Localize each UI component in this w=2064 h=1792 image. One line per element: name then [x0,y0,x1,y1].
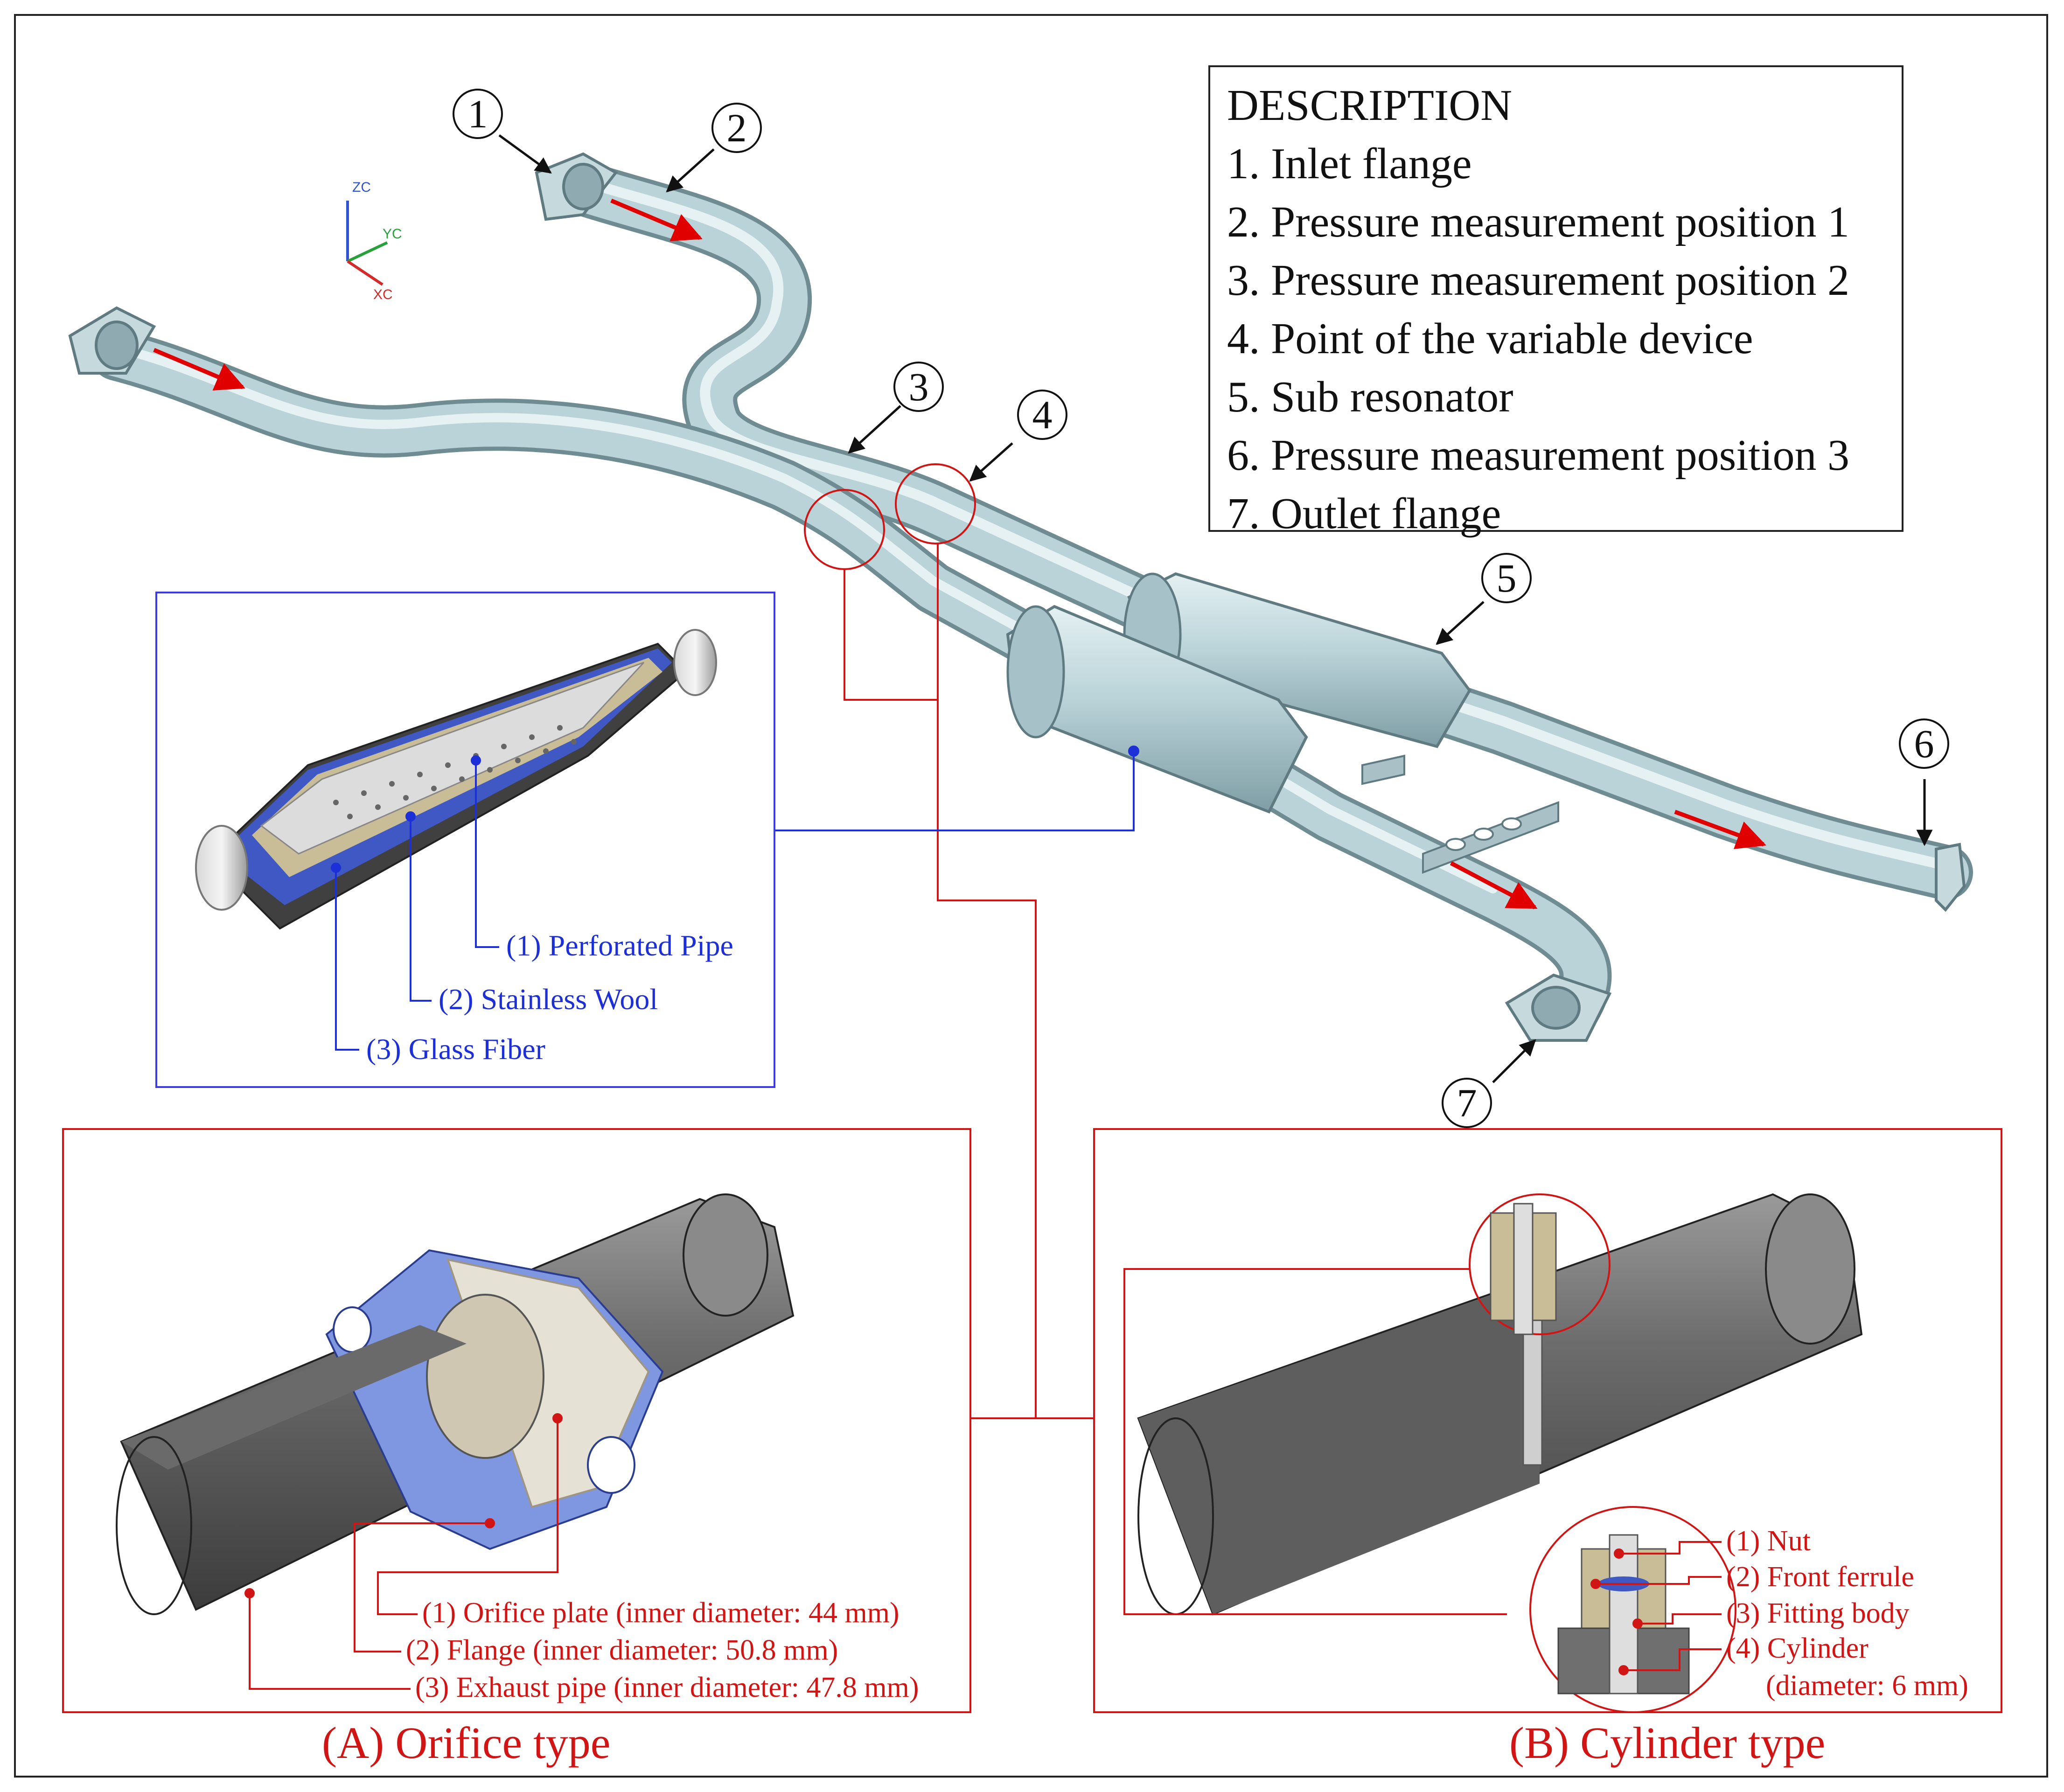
orifice-drawing [116,1193,795,1615]
axis-label-x: XC [373,287,393,302]
flow-arrows [153,198,1766,909]
caption-orifice-type: (A) Orifice type [322,1718,611,1768]
orifice-leaders [244,1413,563,1690]
description-item: 7. Outlet flange [1227,489,1501,538]
resonator-cutaway [195,629,717,930]
label-orifice-plate: (1) Orifice plate (inner diameter: 44 mm… [422,1597,900,1629]
callout-6: 6 [1899,718,1949,769]
detail-connectors [804,463,1094,1419]
cylinder-leaders [1123,1268,1722,1675]
caption-cylinder-type: (B) Cylinder type [1509,1718,1826,1768]
hanger-bracket [1361,754,1559,874]
main-resonator [1006,605,1308,814]
label-front-ferrule: (2) Front ferrule [1726,1561,1914,1593]
description-panel: DESCRIPTION 1. Inlet flange 2. Pressure … [1208,65,1904,538]
axis-triad [346,201,388,286]
label-nut: (1) Nut [1726,1525,1811,1557]
callout-1: 1 [453,89,503,139]
description-item: 6. Pressure measurement position 3 [1227,431,1850,480]
description-item: 2. Pressure measurement position 1 [1227,198,1850,246]
callout-3: 3 [893,362,944,412]
label-cylinder-diameter: (diameter: 6 mm) [1766,1670,1968,1701]
callout-5: 5 [1481,553,1532,603]
label-exhaust-pipe: (3) Exhaust pipe (inner diameter: 47.8 m… [415,1672,919,1703]
flanges [68,152,1966,1042]
figure-frame [14,14,2048,1778]
resonator-connector [774,746,1139,831]
description-item: 3. Pressure measurement position 2 [1227,256,1850,305]
callout-7: 7 [1442,1078,1492,1128]
label-glass-fiber: (3) Glass Fiber [366,1032,545,1066]
callout-leaders [498,134,1933,1083]
callout-4: 4 [1017,390,1067,440]
label-cylinder: (4) Cylinder [1726,1632,1869,1664]
description-title: DESCRIPTION [1227,81,1513,130]
outlet-flange-6 [1935,843,1966,912]
label-perforated-pipe: (1) Perforated Pipe [506,929,733,962]
exhaust-system [91,159,1973,1039]
label-fitting-body: (3) Fitting body [1726,1597,1910,1629]
description-item: 5. Sub resonator [1227,373,1513,421]
label-stainless-wool: (2) Stainless Wool [439,983,658,1016]
label-flange: (2) Flange (inner diameter: 50.8 mm) [406,1634,838,1666]
cylinder-drawing [1137,1193,1863,1713]
callout-2: 2 [711,103,762,153]
axis-label-z: ZC [352,180,371,195]
resonator-leaders [331,755,499,1051]
axis-label-y: YC [383,226,402,242]
description-item: 1. Inlet flange [1227,139,1472,188]
description-item: 4. Point of the variable device [1227,314,1753,363]
